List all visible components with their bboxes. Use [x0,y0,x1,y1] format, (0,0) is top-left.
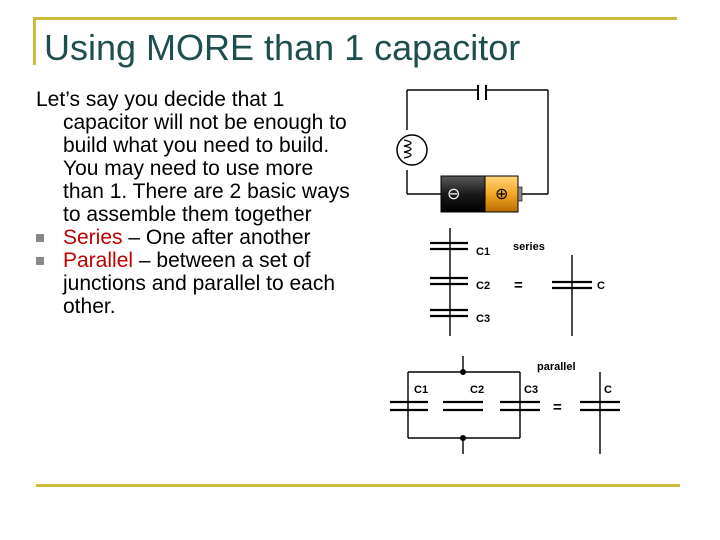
body-text: Let’s say you decide that 1 capacitor wi… [36,88,352,318]
series-c-label: C [597,280,605,292]
battery-minus-icon: ⊖ [447,184,460,203]
parallel-labels: parallel C1 C2 C3 = C [414,361,612,416]
battery-plus-icon: ⊕ [495,184,508,203]
bullet-term: Series [63,226,123,249]
series-c1-label: C1 [476,246,490,258]
battery-icon: ⊖ ⊕ [440,175,523,213]
bullet-square-icon [36,257,44,265]
parallel-diagram [390,356,620,454]
parallel-c2-label: C2 [470,384,484,396]
series-diagram [430,228,592,336]
series-c3-label: C3 [476,313,490,325]
bullet-series: Series – One after another [36,226,352,249]
intro-paragraph: Let’s say you decide that 1 capacitor wi… [36,88,350,226]
parallel-c3-label: C3 [524,384,538,396]
bullet-square-icon [36,234,44,242]
bullet-term: Parallel [63,249,134,272]
bulb-icon [396,134,428,166]
capacitor-diagram: ⊖ ⊕ series C1 C2 C3 = C [390,85,620,454]
bullet-rest: – One after another [122,226,311,249]
series-c2-label: C2 [476,280,490,292]
bullet-rest: – between a set of junctions and paralle… [63,249,336,318]
slide-title: Using MORE than 1 capacitor [44,27,521,68]
bullet-parallel: Parallel – between a set of junctions an… [36,249,352,318]
circuit-wires [406,89,549,195]
parallel-c1-label: C1 [414,384,428,396]
series-label: series [513,241,545,253]
parallel-label: parallel [537,361,576,373]
bottom-rule [36,484,680,487]
parallel-c-label: C [604,384,612,396]
series-labels: series C1 C2 C3 = C [476,241,605,325]
title-rule-top [33,17,677,20]
series-equals-sign: = [514,277,523,294]
capacitor-top-icon [477,85,487,100]
parallel-equals-sign: = [553,399,562,416]
title-rule-left [33,17,36,65]
